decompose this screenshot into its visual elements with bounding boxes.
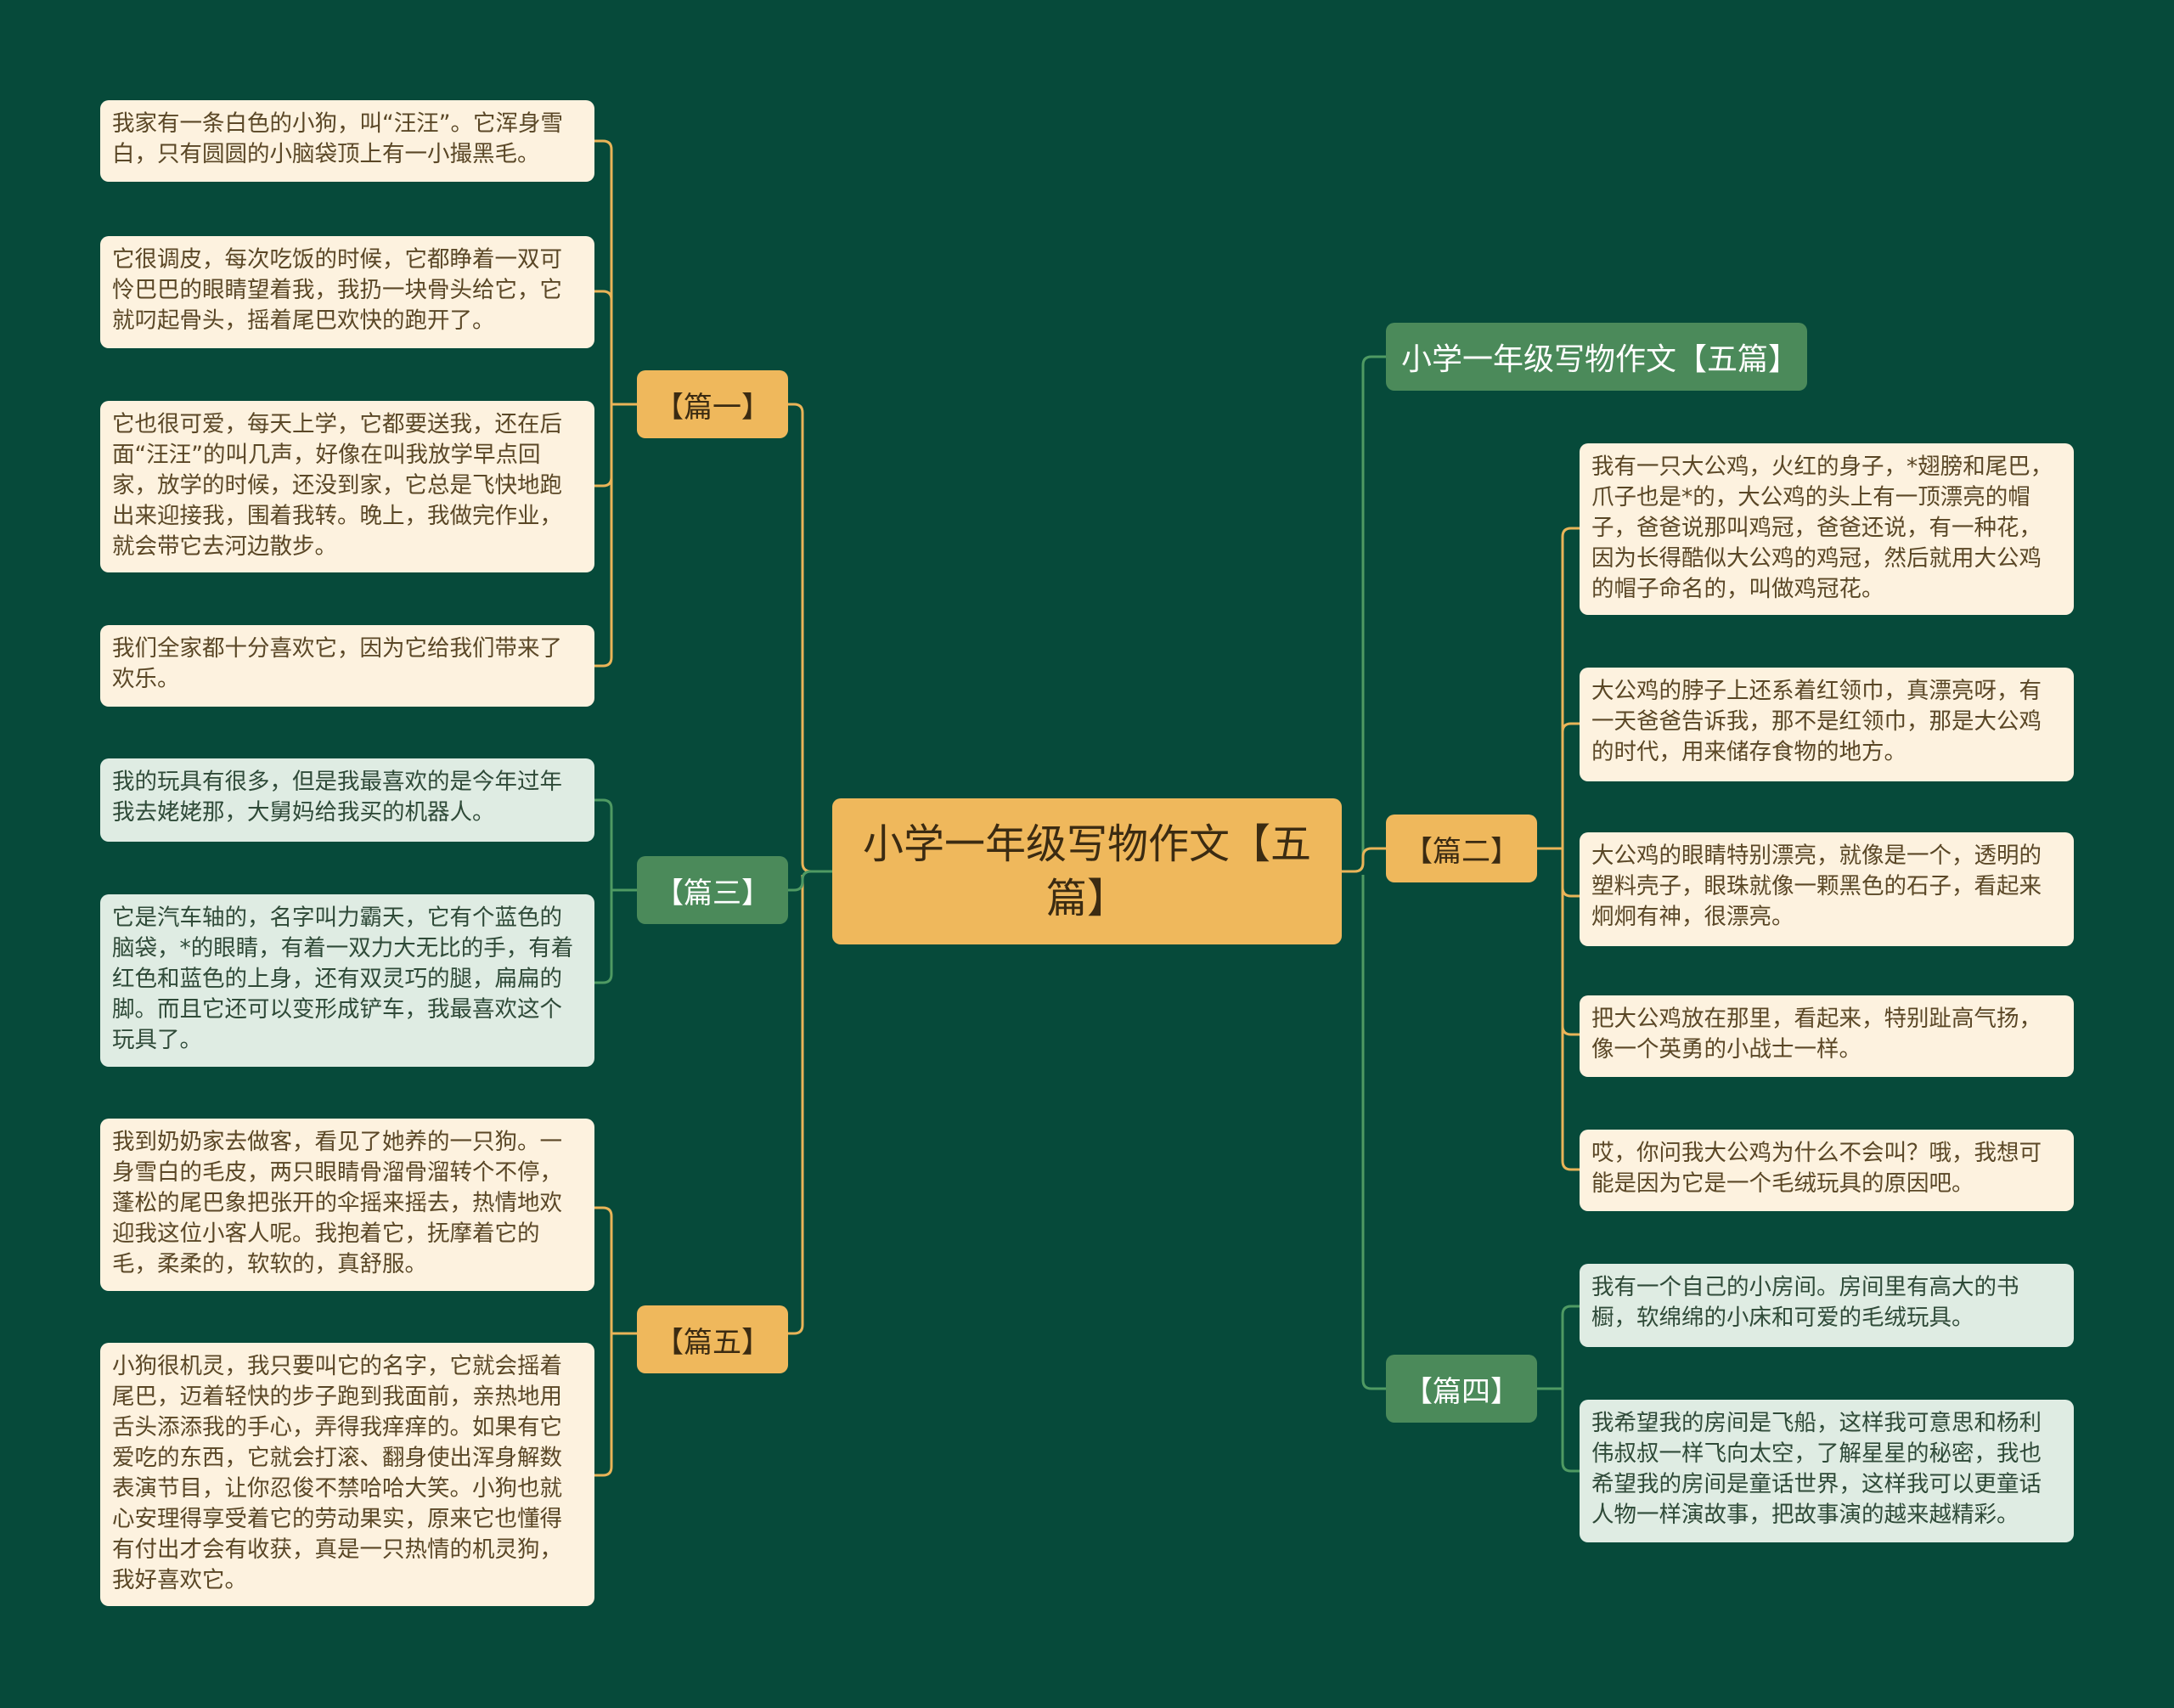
branch-pian4[interactable]: 【篇四】 — [1386, 1355, 1537, 1423]
leaf-pian1-2[interactable]: 它很调皮，每次吃饭的时候，它都睁着一双可怜巴巴的眼睛望着我，我扔一块骨头给它，它… — [100, 236, 594, 348]
leaf-pian1-3[interactable]: 它也很可爱，每天上学，它都要送我，还在后面“汪汪”的叫几声，好像在叫我放学早点回… — [100, 401, 594, 572]
leaf-pian2-1[interactable]: 我有一只大公鸡，火红的身子，*翅膀和尾巴，爪子也是*的，大公鸡的头上有一顶漂亮的… — [1580, 443, 2074, 615]
leaf-pian2-2[interactable]: 大公鸡的脖子上还系着红领巾，真漂亮呀，有一天爸爸告诉我，那不是红领巾，那是大公鸡… — [1580, 668, 2074, 781]
leaf-pian4-2[interactable]: 我希望我的房间是飞船，这样我可意思和杨利伟叔叔一样飞向太空，了解星星的秘密，我也… — [1580, 1400, 2074, 1542]
leaf-pian2-3[interactable]: 大公鸡的眼睛特别漂亮，就像是一个，透明的塑料壳子，眼珠就像一颗黑色的石子，看起来… — [1580, 832, 2074, 946]
leaf-pian3-2[interactable]: 它是汽车轴的，名字叫力霸天，它有个蓝色的脑袋，*的眼睛，有着一双力大无比的手，有… — [100, 894, 594, 1067]
branch-pian2[interactable]: 【篇二】 — [1386, 815, 1537, 882]
leaf-pian2-5[interactable]: 哎，你问我大公鸡为什么不会叫？哦，我想可能是因为它是一个毛绒玩具的原因吧。 — [1580, 1130, 2074, 1211]
title-node[interactable]: 小学一年级写物作文【五篇】 — [1386, 323, 1807, 391]
leaf-pian1-4[interactable]: 我们全家都十分喜欢它，因为它给我们带来了欢乐。 — [100, 625, 594, 707]
leaf-pian5-2[interactable]: 小狗很机灵，我只要叫它的名字，它就会摇着尾巴，迈着轻快的步子跑到我面前，亲热地用… — [100, 1343, 594, 1606]
leaf-pian2-4[interactable]: 把大公鸡放在那里，看起来，特别趾高气扬，像一个英勇的小战士一样。 — [1580, 995, 2074, 1077]
branch-pian3[interactable]: 【篇三】 — [637, 856, 788, 924]
leaf-pian3-1[interactable]: 我的玩具有很多，但是我最喜欢的是今年过年我去姥姥那，大舅妈给我买的机器人。 — [100, 758, 594, 842]
leaf-pian4-1[interactable]: 我有一个自己的小房间。房间里有高大的书橱，软绵绵的小床和可爱的毛绒玩具。 — [1580, 1264, 2074, 1347]
branch-pian1[interactable]: 【篇一】 — [637, 370, 788, 438]
leaf-pian1-1[interactable]: 我家有一条白色的小狗，叫“汪汪”。它浑身雪白，只有圆圆的小脑袋顶上有一小撮黑毛。 — [100, 100, 594, 182]
root-topic[interactable]: 小学一年级写物作文【五篇】 — [832, 798, 1342, 944]
leaf-pian5-1[interactable]: 我到奶奶家去做客，看见了她养的一只狗。一身雪白的毛皮，两只眼睛骨溜骨溜转个不停，… — [100, 1119, 594, 1291]
branch-pian5[interactable]: 【篇五】 — [637, 1305, 788, 1373]
